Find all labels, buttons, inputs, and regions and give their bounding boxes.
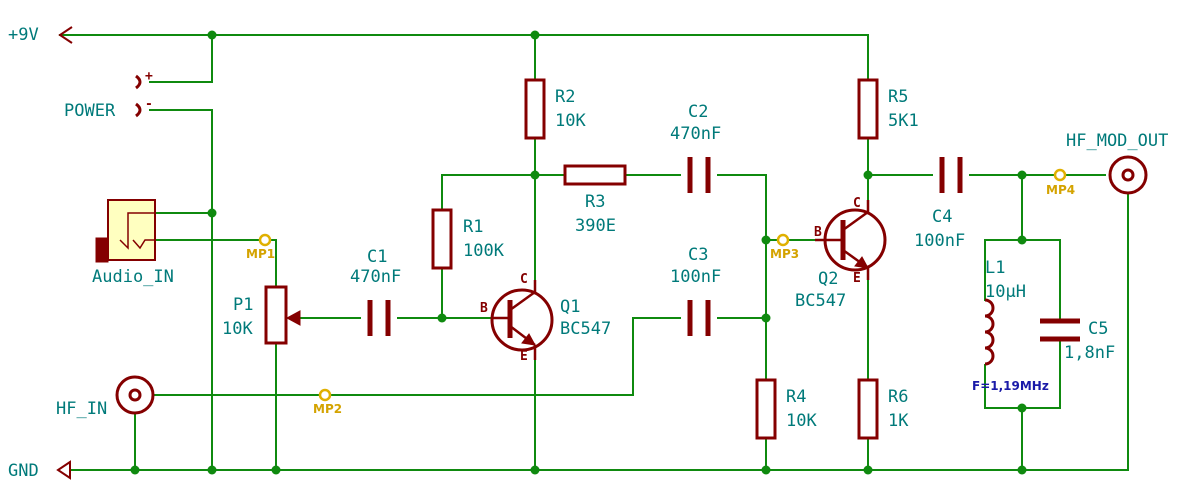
r5-ref: R5 xyxy=(888,87,908,107)
power-minus-label: - xyxy=(145,97,153,112)
r6-ref: R6 xyxy=(888,387,908,407)
measure-point-mp4: MP4 xyxy=(1046,168,1075,197)
r2-value: 10K xyxy=(555,111,586,131)
hf-mod-out-connector: HF_MOD_OUT xyxy=(1066,131,1168,195)
measure-point-mp2: MP2 xyxy=(313,388,342,416)
l1-ref: L1 xyxy=(985,258,1005,278)
hf-in-label: HF_IN xyxy=(56,399,107,419)
q1-ref: Q1 xyxy=(560,297,580,317)
power-label: POWER xyxy=(64,101,116,121)
measure-point-mp3: MP3 xyxy=(770,233,799,261)
resistor-r1: R1 100K xyxy=(431,208,505,270)
r1-ref: R1 xyxy=(463,217,483,237)
r5-value: 5K1 xyxy=(888,111,919,131)
mp1-label: MP1 xyxy=(246,247,275,261)
q1-value: BC547 xyxy=(560,319,611,339)
q1-pin-b: B xyxy=(480,301,488,316)
mp3-label: MP3 xyxy=(770,247,799,261)
audio-in-jack: Audio_IN xyxy=(92,199,174,287)
r4-value: 10K xyxy=(786,411,817,431)
q2-pin-b: B xyxy=(814,225,822,240)
resonance-frequency-label: F=1,19MHz xyxy=(972,379,1049,393)
resistor-r6: R6 1K xyxy=(857,378,909,440)
wires xyxy=(59,34,1129,471)
gnd-label: GND xyxy=(8,461,39,481)
r2-ref: R2 xyxy=(555,87,575,107)
c5-value: 1,8nF xyxy=(1064,343,1115,363)
c3-value: 100nF xyxy=(670,267,721,287)
junctions xyxy=(130,30,1027,475)
vcc-label: +9V xyxy=(8,25,39,45)
q2-pin-c: C xyxy=(853,196,861,211)
p1-ref: P1 xyxy=(233,295,253,315)
r1-value: 100K xyxy=(463,241,505,261)
capacitor-c4: C4 100nF xyxy=(914,157,965,251)
inductor-l1: L1 10µH xyxy=(984,258,1026,366)
resistor-r3: R3 390E xyxy=(563,164,627,236)
transistor-q2: B C E Q2 BC547 xyxy=(795,196,887,311)
hf-mod-out-label: HF_MOD_OUT xyxy=(1066,131,1168,151)
r3-value: 390E xyxy=(575,216,616,236)
c4-value: 100nF xyxy=(914,231,965,251)
measure-point-mp1: MP1 xyxy=(246,233,275,261)
mp2-label: MP2 xyxy=(313,402,342,416)
q2-pin-e: E xyxy=(853,271,861,286)
r6-value: 1K xyxy=(888,411,909,431)
c1-value: 470nF xyxy=(350,267,401,287)
r4-ref: R4 xyxy=(786,387,806,407)
power-connector: + - POWER xyxy=(64,69,153,121)
c1-ref: C1 xyxy=(367,247,387,267)
vcc-symbol: +9V xyxy=(8,25,73,45)
q1-pin-c: C xyxy=(520,272,528,287)
capacitor-c2: C2 470nF xyxy=(670,102,721,193)
q2-ref: Q2 xyxy=(818,269,838,289)
hf-in-connector: HF_IN xyxy=(56,375,155,419)
r3-ref: R3 xyxy=(585,192,605,212)
resistor-r4: R4 10K xyxy=(755,378,817,440)
power-plus-label: + xyxy=(145,69,153,84)
capacitor-c3: C3 100nF xyxy=(670,245,721,336)
capacitor-c5: C5 1,8nF xyxy=(1040,318,1115,363)
q1-pin-e: E xyxy=(520,349,528,364)
c2-ref: C2 xyxy=(688,102,708,122)
potentiometer-p1: P1 10K xyxy=(222,285,301,345)
l1-value: 10µH xyxy=(985,282,1026,302)
c4-ref: C4 xyxy=(932,207,952,227)
gnd-symbol: GND xyxy=(8,460,71,481)
c5-ref: C5 xyxy=(1088,319,1108,339)
resistor-r5: R5 5K1 xyxy=(857,78,919,140)
audio-in-label: Audio_IN xyxy=(92,267,174,287)
c3-ref: C3 xyxy=(688,245,708,265)
mp4-label: MP4 xyxy=(1046,183,1075,197)
c2-value: 470nF xyxy=(670,124,721,144)
q2-value: BC547 xyxy=(795,291,846,311)
p1-value: 10K xyxy=(222,319,253,339)
transistor-q1: B C E Q1 BC547 xyxy=(480,272,611,364)
capacitor-c1: C1 470nF xyxy=(350,247,401,336)
resistor-r2: R2 10K xyxy=(524,78,586,140)
